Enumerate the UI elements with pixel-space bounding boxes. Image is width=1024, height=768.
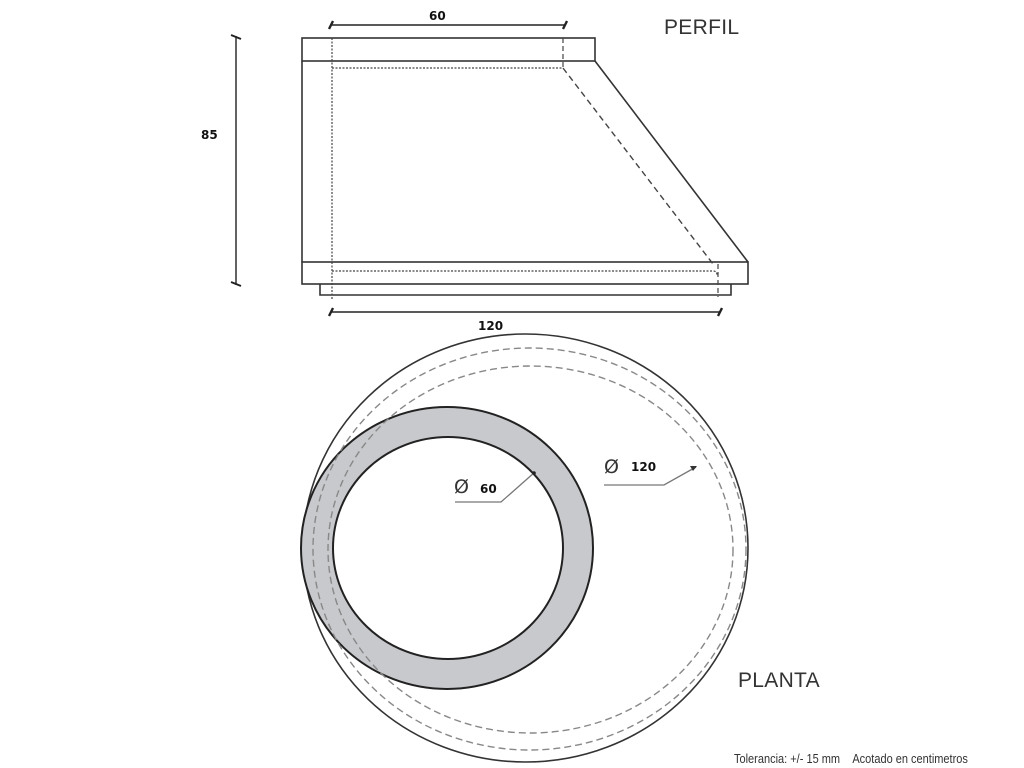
- leader-arrow: [690, 466, 697, 471]
- dim-tick: [230, 281, 242, 287]
- plan-ring-inner-edge: [332, 436, 564, 660]
- dim-label-outer-diameter: 120: [631, 460, 657, 474]
- units-note: Acotado en centimetros: [852, 752, 968, 766]
- profile-foot: [319, 284, 732, 296]
- plan-dashed-circle-outer: [312, 347, 747, 751]
- profile-base-band: [301, 261, 749, 285]
- profile-inner-bottom-hidden: [332, 270, 718, 276]
- dim-tick: [716, 307, 724, 317]
- dim-label-inner-diameter: 60: [480, 482, 497, 496]
- plan-view: [300, 333, 749, 763]
- profile-title: PERFIL: [664, 16, 740, 39]
- dim-label-height: 85: [201, 128, 218, 142]
- plan-dashed-circle-inner: [327, 365, 734, 734]
- profile-view: [301, 37, 749, 296]
- profile-slanted-wall: [594, 60, 749, 263]
- dim-tick: [327, 307, 335, 317]
- profile-inner-slant-hidden: [562, 67, 714, 265]
- footer-notes: Tolerancia: +/- 15 mm Acotado en centime…: [734, 752, 968, 766]
- profile-hidden-lines: [331, 38, 719, 300]
- profile-dimensions: [230, 20, 724, 317]
- dim-tick: [230, 34, 242, 40]
- dim-label-top-width: 60: [429, 9, 446, 23]
- profile-top-collar: [301, 37, 596, 62]
- dim-tick: [561, 20, 569, 30]
- tolerance-note: Tolerancia: +/- 15 mm: [734, 752, 841, 766]
- diameter-symbol-outer: Ø: [604, 456, 619, 478]
- plan-title: PLANTA: [738, 669, 820, 692]
- plan-outer-circle: [302, 333, 749, 763]
- plan-ring-outer-edge: [300, 406, 594, 690]
- dim-label-bottom-width: 120: [478, 319, 504, 333]
- diameter-symbol-inner: Ø: [454, 476, 469, 498]
- dim-tick: [327, 20, 335, 30]
- plan-ring-fill: [300, 406, 593, 690]
- leader-diameter-60: [455, 471, 536, 503]
- leader-diameter-120: [604, 466, 697, 486]
- leader-dot: [532, 471, 536, 475]
